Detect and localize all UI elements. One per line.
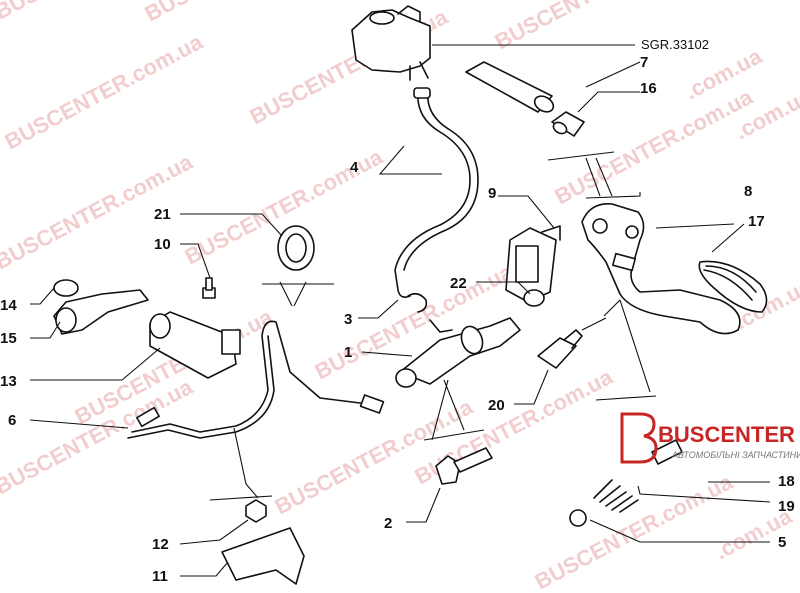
grommet-icon	[277, 225, 315, 271]
callout-label: 22	[450, 275, 467, 292]
pedal-sleeve-icon	[465, 61, 555, 113]
bolt-icon	[435, 447, 493, 485]
callout-label: 15	[0, 330, 17, 347]
callout-label: 5	[778, 534, 786, 551]
callout-label: 18	[778, 473, 795, 490]
buscenter-logo: BUSCENTER АВТОМОБІЛЬНІ ЗАПЧАСТИНИ	[620, 412, 800, 464]
callout-label: 17	[748, 213, 765, 230]
spring-assembly-icon	[569, 439, 683, 527]
callout-label: 7	[640, 54, 648, 71]
pedal-pad-icon	[698, 260, 768, 313]
section-lines	[209, 151, 657, 501]
callout-label: 1	[344, 344, 352, 361]
callout-labels: 7 16 4 8 9 21 17 10 22 14 3 15 1 13 20 6…	[0, 54, 795, 585]
seal-cap-icon	[523, 289, 545, 307]
fluid-reservoir-icon	[351, 5, 431, 81]
callout-label: 12	[152, 536, 169, 553]
callout-label: 4	[350, 159, 359, 176]
ring-icon	[53, 279, 79, 297]
callout-label: 20	[488, 397, 505, 414]
pedal-switch-icon	[505, 225, 561, 303]
pedal-sensor-icon	[537, 329, 583, 369]
logo-tagline: АВТОМОБІЛЬНІ ЗАПЧАСТИНИ	[671, 450, 800, 460]
callout-label: 2	[384, 515, 392, 532]
hose-clip-icon	[407, 292, 428, 313]
watermark-text: BUSCENTER.com.ua	[531, 469, 738, 593]
callout-label: 11	[152, 568, 168, 585]
callout-label: 21	[154, 206, 171, 223]
slave-cylinder-icon	[149, 311, 241, 379]
callout-label: 8	[744, 183, 752, 200]
watermark-text: BUSCENTER	[141, 0, 274, 26]
hydraulic-pipe-icon	[127, 320, 385, 439]
release-lever-icon	[53, 289, 149, 335]
callout-label: 3	[344, 311, 352, 328]
leader-lines	[29, 61, 771, 577]
callout-label: 16	[640, 80, 657, 97]
callout-label: 13	[0, 373, 17, 390]
callout-label: 19	[778, 498, 795, 515]
clutch-pedal-icon	[581, 203, 741, 335]
clutch-master-cylinder-icon	[395, 317, 521, 388]
reference-code: SGR.33102	[641, 37, 709, 52]
callout-label: 14	[0, 297, 17, 314]
logo-text: BUSCENTER	[658, 422, 795, 447]
nut-icon	[245, 499, 267, 523]
watermark-text: BUSCENTER.com.ua	[1, 29, 208, 155]
bleed-bolt-icon	[202, 277, 216, 299]
callout-label: 9	[488, 185, 496, 202]
callout-label: 6	[8, 412, 16, 429]
callout-label: 10	[154, 236, 171, 253]
watermark-text: BUSCENTER.com.ua	[551, 84, 758, 210]
fluid-hose-edge	[403, 91, 479, 271]
fluid-hose-icon	[394, 91, 471, 298]
bushing-icon	[551, 111, 585, 137]
bracket-icon	[221, 527, 305, 585]
hose-end-icon	[413, 87, 431, 99]
